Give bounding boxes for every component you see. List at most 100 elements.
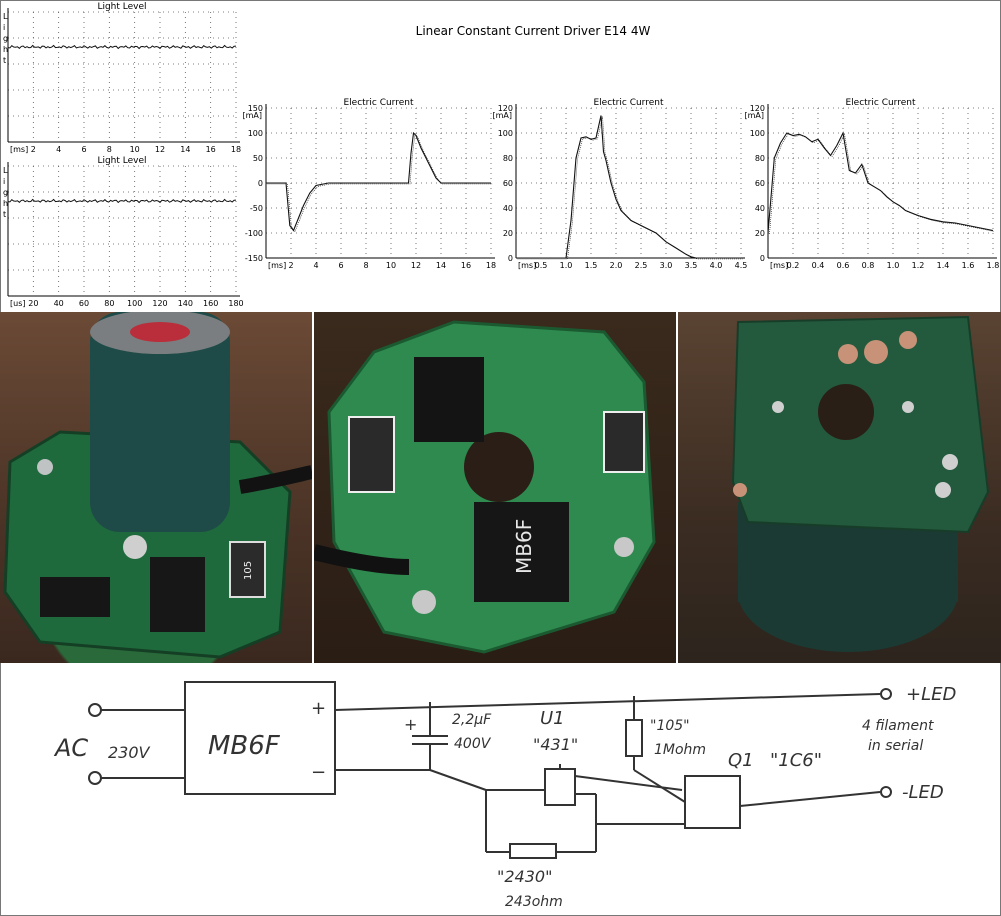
y-axis-unit: [mA] [744, 111, 764, 120]
x-tick-label: 2 [31, 145, 36, 154]
cap-voltage: 400V [454, 736, 492, 752]
y-axis-label-letter: t [3, 210, 6, 219]
bridge-minus: − [311, 762, 326, 783]
q1-label: Q1 [728, 750, 754, 771]
y-tick-label: 120 [750, 104, 765, 113]
y-axis-label-letter: L [3, 166, 8, 175]
x-tick-label: 0.2 [787, 261, 800, 270]
x-tick-label: 3.0 [660, 261, 673, 270]
y-tick-label: 150 [248, 104, 263, 113]
cap-plus: + [404, 715, 417, 734]
y-tick-label: 40 [503, 204, 513, 213]
u1-label: U1 [540, 708, 565, 729]
chart-title: Electric Current [343, 98, 413, 108]
x-axis-unit: [ms] [770, 261, 788, 270]
x-axis-unit: [ms] [518, 261, 536, 270]
x-tick-label: 12 [155, 145, 165, 154]
r1-code: "105" [650, 718, 690, 734]
x-tick-label: 2 [288, 261, 293, 270]
y-tick-label: 120 [498, 104, 513, 113]
x-tick-label: 2.0 [610, 261, 623, 270]
q1-code: "1C6" [770, 750, 822, 771]
x-tick-label: 10 [130, 145, 140, 154]
x-tick-label: 6 [338, 261, 343, 270]
chart-title: Electric Current [845, 98, 915, 108]
x-tick-label: 20 [28, 299, 38, 308]
x-tick-label: 140 [178, 299, 193, 308]
x-tick-label: 1.5 [585, 261, 598, 270]
x-tick-label: 180 [228, 299, 243, 308]
x-tick-label: 160 [203, 299, 218, 308]
cap-value: 2,2μF [452, 712, 492, 728]
x-tick-label: 16 [206, 145, 216, 154]
led-note-line2: in serial [868, 738, 923, 754]
led-plus-label: +LED [906, 684, 956, 705]
y-axis-label-letter: g [3, 188, 8, 197]
x-tick-label: 60 [79, 299, 89, 308]
led-note-line1: 4 filament [862, 718, 934, 734]
x-axis-unit: [ms] [10, 145, 28, 154]
bridge-rectifier-label: MB6F [512, 519, 536, 574]
x-axis-unit: [us] [10, 299, 25, 308]
x-tick-label: 0.5 [535, 261, 548, 270]
bridge-plus: + [311, 698, 326, 719]
chart-title: Light Level [97, 156, 146, 166]
x-tick-label: 10 [386, 261, 396, 270]
photo-board-top: MB6F [314, 312, 676, 663]
current-trace [266, 131, 491, 232]
x-tick-label: 100 [127, 299, 142, 308]
photo-board-capacitor: 105 [0, 312, 312, 663]
y-tick-label: 40 [755, 204, 765, 213]
ac-label: AC [53, 734, 88, 762]
current-trace [516, 115, 741, 259]
x-tick-label: 1.4 [937, 261, 950, 270]
bridge-label: MB6F [208, 731, 281, 761]
y-tick-label: 0 [760, 254, 765, 263]
y-axis-label-letter: h [3, 45, 8, 54]
y-tick-label: 0 [508, 254, 513, 263]
r1-value: 1Mohm [654, 742, 706, 758]
x-tick-label: 18 [231, 145, 241, 154]
circuit-schematic: AC 230V MB6F + − + 2,2μF 400V U1 "431" "… [53, 681, 956, 910]
y-tick-label: 50 [253, 154, 263, 163]
x-tick-label: 4.0 [710, 261, 723, 270]
y-tick-label: 80 [755, 154, 765, 163]
x-tick-label: 18 [486, 261, 496, 270]
x-tick-label: 1.6 [962, 261, 975, 270]
x-axis-unit: [ms] [268, 261, 286, 270]
x-tick-label: 0.8 [862, 261, 875, 270]
r2-code: "2430" [497, 867, 552, 886]
y-axis-label-letter: h [3, 199, 8, 208]
y-tick-label: 60 [755, 179, 765, 188]
current-trace [767, 131, 994, 234]
y-axis-unit: [mA] [242, 111, 262, 120]
current-trace-shadow [267, 133, 493, 233]
y-axis-label-letter: L [3, 12, 8, 21]
u1-code: "431" [533, 735, 578, 754]
x-tick-label: 14 [436, 261, 446, 270]
x-tick-label: 6 [81, 145, 86, 154]
x-tick-label: 8 [107, 145, 112, 154]
current-trace-shadow [517, 116, 743, 260]
chart-title: Light Level [97, 2, 146, 12]
y-tick-label: -150 [245, 254, 263, 263]
y-tick-label: 100 [498, 129, 513, 138]
y-tick-label: -100 [245, 229, 263, 238]
x-tick-label: 4.5 [735, 261, 748, 270]
x-tick-label: 40 [54, 299, 64, 308]
x-tick-label: 1.0 [887, 261, 900, 270]
r2-value: 243ohm [505, 894, 563, 910]
y-tick-label: 20 [503, 229, 513, 238]
x-tick-label: 16 [461, 261, 471, 270]
x-tick-label: 0.6 [837, 261, 850, 270]
led-minus-label: -LED [902, 782, 944, 803]
y-tick-label: 20 [755, 229, 765, 238]
x-tick-label: 4 [313, 261, 318, 270]
x-tick-label: 14 [180, 145, 190, 154]
x-tick-label: 80 [104, 299, 114, 308]
